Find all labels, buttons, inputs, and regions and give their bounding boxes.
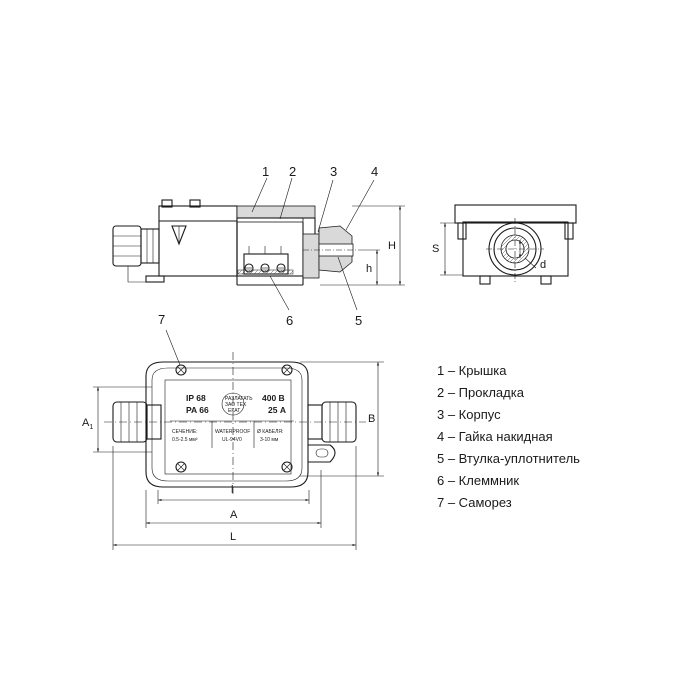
logo-line1: РАЗЛАГАТЬ bbox=[225, 396, 253, 402]
dim-L: L bbox=[230, 531, 236, 543]
legend-item-4: 4 – Гайка накидная bbox=[437, 429, 553, 444]
label-current: 25 А bbox=[268, 405, 286, 415]
legend: 1 – Крышка 2 – Прокладка 3 – Корпус 4 – … bbox=[437, 363, 580, 510]
dim-A: A bbox=[230, 509, 238, 521]
callout-1: 1 bbox=[262, 164, 269, 179]
screw-bottom-right bbox=[281, 461, 293, 473]
dim-d: d bbox=[540, 259, 546, 271]
dim-h: h bbox=[366, 263, 372, 275]
label-pa: PA 66 bbox=[186, 405, 209, 415]
screw-top-right bbox=[281, 364, 293, 376]
right-cable-gland-section bbox=[302, 225, 360, 279]
gasket bbox=[236, 217, 304, 223]
cable-title: Ø КАБЕЛЯ: bbox=[257, 429, 283, 435]
dim-l: l bbox=[231, 484, 233, 496]
callout-5: 5 bbox=[355, 313, 362, 328]
terminal-block bbox=[237, 246, 294, 275]
housing-left bbox=[158, 205, 238, 277]
label-voltage: 400 В bbox=[262, 393, 285, 403]
logo-line3: ЕКАТ bbox=[228, 408, 240, 414]
section-value: 0.5-2.5 мм² bbox=[172, 437, 198, 443]
front-section-view: H h 1 2 3 4 5 6 bbox=[112, 164, 405, 328]
legend-item-5: 5 – Втулка-уплотнитель bbox=[437, 451, 580, 466]
callout-4: 4 bbox=[371, 164, 378, 179]
section-title: СЕЧЕНИЕ: bbox=[172, 429, 198, 435]
waterproof-text: WATERPROOF bbox=[215, 429, 250, 435]
dim-A1: A1 bbox=[82, 417, 93, 431]
label-ip: IP 68 bbox=[186, 393, 206, 403]
lid-section bbox=[236, 205, 316, 219]
left-cable-gland bbox=[112, 225, 160, 283]
ul-text: UL-94V0 bbox=[222, 437, 242, 443]
legend-item-1: 1 – Крышка bbox=[437, 363, 507, 378]
logo-line2: ЗАО ТЕХ bbox=[225, 402, 247, 408]
label-plate: IP 68 PA 66 400 В 25 А РАЗЛАГАТЬ ЗАО ТЕХ… bbox=[170, 392, 294, 448]
legend-item-3: 3 – Корпус bbox=[437, 407, 501, 422]
screw-top-left bbox=[175, 364, 187, 376]
dim-B: B bbox=[368, 413, 375, 425]
top-view: IP 68 PA 66 400 В 25 А РАЗЛАГАТЬ ЗАО ТЕХ… bbox=[82, 312, 384, 550]
callout-2: 2 bbox=[289, 164, 296, 179]
legend-item-2: 2 – Прокладка bbox=[437, 385, 525, 400]
callout-7: 7 bbox=[158, 312, 165, 327]
side-view: S d bbox=[432, 204, 577, 285]
housing-top bbox=[145, 361, 309, 488]
mounting-ear bbox=[308, 444, 336, 463]
dim-S: S bbox=[432, 243, 439, 255]
callout-3: 3 bbox=[330, 164, 337, 179]
legend-item-6: 6 – Клеммник bbox=[437, 473, 519, 488]
cable-value: 3-10 мм bbox=[260, 437, 279, 443]
screw-bottom-left bbox=[175, 461, 187, 473]
dim-H: H bbox=[388, 240, 396, 252]
legend-item-7: 7 – Саморез bbox=[437, 495, 512, 510]
callout-6: 6 bbox=[286, 313, 293, 328]
